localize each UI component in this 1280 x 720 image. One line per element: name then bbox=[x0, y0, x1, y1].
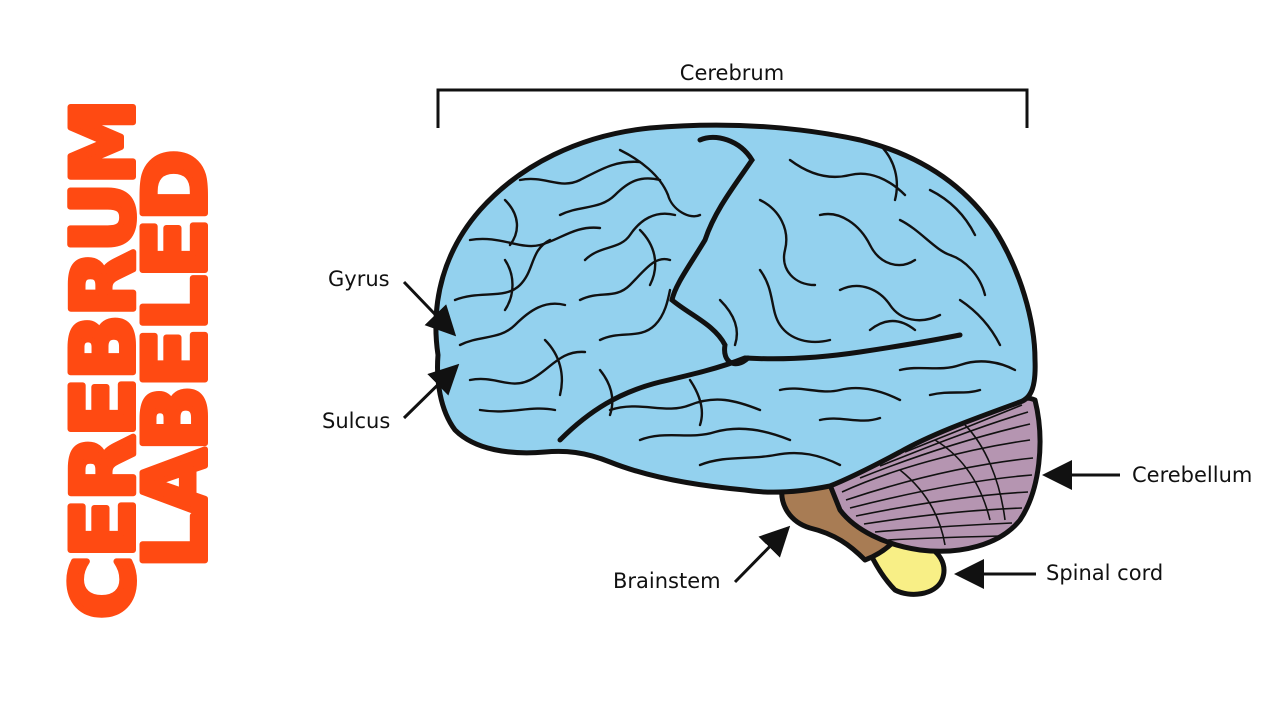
brainstem-arrow bbox=[733, 525, 791, 584]
brainstem-label: Brainstem bbox=[613, 569, 721, 593]
cerebrum-bracket bbox=[436, 88, 1029, 128]
title-line-2: LABELED bbox=[126, 152, 226, 569]
spinal-cord-label: Spinal cord bbox=[1046, 561, 1163, 585]
sulcus-arrow bbox=[402, 363, 460, 420]
gyrus-label: Gyrus bbox=[328, 267, 390, 291]
gyrus-arrow bbox=[402, 280, 457, 337]
title-line-1: CEREBRUM bbox=[54, 101, 154, 619]
cerebellum-label: Cerebellum bbox=[1132, 463, 1252, 487]
cerebrum-label: Cerebrum bbox=[680, 61, 784, 85]
sulcus-label: Sulcus bbox=[322, 409, 390, 433]
cerebrum-shape bbox=[433, 122, 1038, 495]
title-graphic: CEREBRUM LABELED bbox=[51, 98, 229, 622]
title-block: CEREBRUM LABELED bbox=[0, 0, 260, 720]
